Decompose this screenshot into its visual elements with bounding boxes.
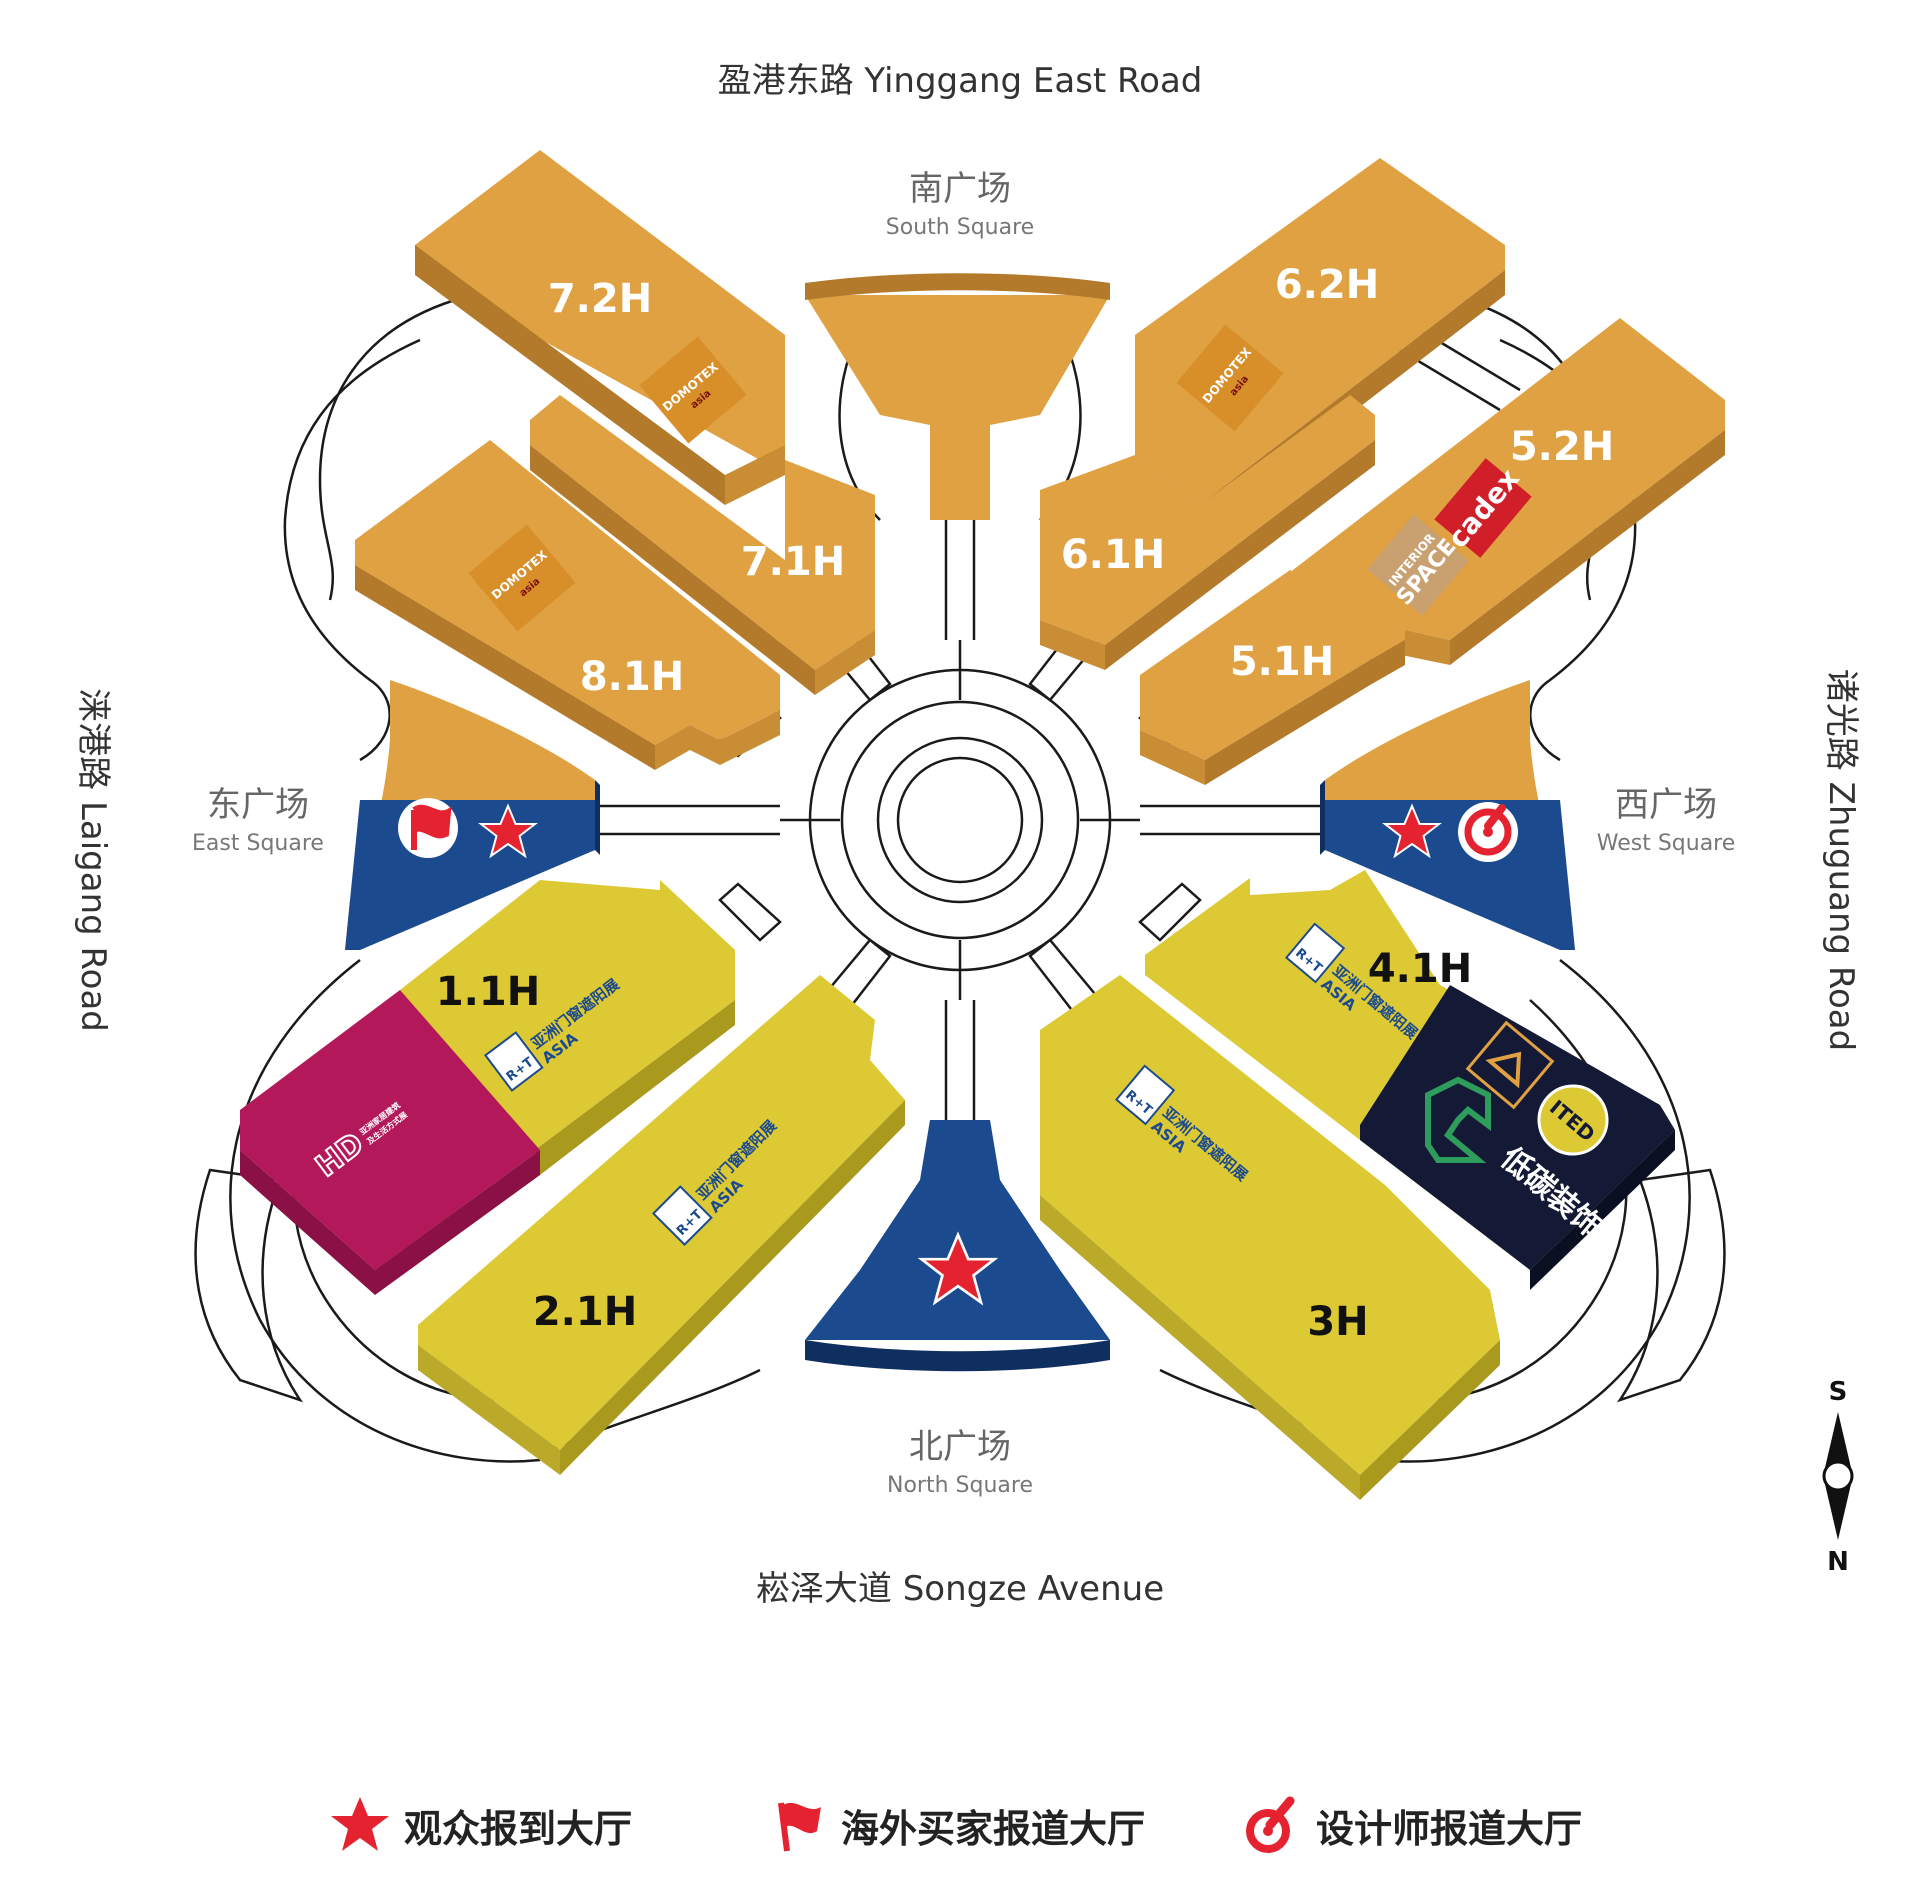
hall-7-2[interactable]: DOMOTEX asia 7.2H (415, 150, 785, 505)
hall-5-2[interactable]: cadex INTERIOR SPACE 5.2H (1280, 318, 1725, 665)
square-label-east-en: East Square (192, 831, 324, 856)
hall-4-1[interactable]: R+T 亚洲门窗遮阳展 ASIA ITED 低碳装饰 4.1H (1145, 870, 1675, 1290)
compass-needle-icon (1824, 1412, 1852, 1472)
hall-1-1[interactable]: HD 亚洲家居建筑 及生活方式展 R+T 亚洲门窗遮阳展 ASIA 1.1H (240, 880, 735, 1295)
hall-label-2-1: 2.1H (533, 1289, 637, 1335)
road-label-west: 涞港路 Laigang Road (73, 688, 113, 1032)
hall-7-1[interactable]: 7.1H (530, 395, 875, 695)
hall-label-5-1: 5.1H (1230, 639, 1334, 685)
red-flag-icon (778, 1802, 821, 1852)
hall-label-5-2: 5.2H (1510, 424, 1614, 470)
legend: 观众报到大厅 海外买家报道大厅 设计师报道大厅 (0, 1790, 1920, 1860)
domotex-logo: DOMOTEX asia (1176, 324, 1284, 432)
east-square-plaza[interactable] (345, 680, 600, 950)
square-label-north-cn: 北广场 (909, 1427, 1011, 1467)
hall-label-8-1: 8.1H (580, 654, 684, 700)
hall-3[interactable]: R+T 亚洲门窗遮阳展 ASIA 3H (1040, 975, 1500, 1500)
square-label-south-en: South Square (886, 215, 1034, 240)
legend-item-designer: 设计师报道大厅 (1240, 1790, 1582, 1860)
compass: S N (1822, 1377, 1854, 1577)
hall-5-1[interactable]: 5.1H (1140, 570, 1405, 785)
ited-logo: ITED (1537, 1084, 1609, 1156)
hall-8-1[interactable]: DOMOTEX asia 8.1H (355, 440, 780, 770)
hall-label-6-2: 6.2H (1275, 262, 1379, 308)
hall-label-7-1: 7.1H (741, 539, 845, 585)
legend-label-visitor: 观众报到大厅 (404, 1806, 633, 1851)
legend-label-overseas: 海外买家报道大厅 (841, 1806, 1146, 1851)
north-square-plaza[interactable] (805, 1120, 1110, 1372)
square-label-west-cn: 西广场 (1615, 785, 1717, 825)
road-label-east: 诸光路 Zhuguang Road (1821, 669, 1861, 1051)
square-label-west-en: West Square (1597, 831, 1736, 856)
square-label-north-en: North Square (887, 1473, 1033, 1498)
hall-label-3: 3H (1307, 1299, 1368, 1345)
compass-south-letter: S (1829, 1377, 1848, 1407)
red-star-icon (331, 1797, 389, 1851)
square-label-south-cn: 南广场 (909, 169, 1011, 209)
overseas-buyer-flag-icon (398, 798, 458, 858)
legend-label-designer: 设计师报道大厅 (1316, 1806, 1583, 1851)
designer-registration-icon (1458, 802, 1518, 862)
south-square-plaza[interactable] (805, 273, 1110, 520)
legend-item-visitor: 观众报到大厅 (328, 1790, 632, 1860)
building-logo-icon (1465, 1020, 1555, 1110)
hall-label-7-2: 7.2H (548, 276, 652, 322)
hall-label-4-1: 4.1H (1368, 946, 1472, 992)
legend-item-overseas: 海外买家报道大厅 (765, 1790, 1145, 1860)
designer-icon (1246, 1796, 1295, 1853)
hall-2-1[interactable]: R+T 亚洲门窗遮阳展 ASIA 2.1H (418, 975, 905, 1475)
hall-6-1[interactable]: 6.1H (1040, 395, 1375, 670)
domotex-logo: DOMOTEX asia (468, 524, 576, 632)
road-label-south: 崧泽大道 Songze Avenue (756, 1569, 1164, 1609)
road-label-north: 盈港东路 Yinggang East Road (718, 61, 1203, 101)
compass-north-letter: N (1827, 1547, 1849, 1577)
domotex-logo: DOMOTEX asia (639, 336, 747, 444)
west-square-plaza[interactable] (1320, 680, 1575, 950)
hall-label-6-1: 6.1H (1061, 532, 1165, 578)
hall-label-1-1: 1.1H (436, 969, 540, 1015)
square-label-east-cn: 东广场 (207, 785, 309, 825)
low-carbon-logo-icon (1425, 1076, 1491, 1163)
